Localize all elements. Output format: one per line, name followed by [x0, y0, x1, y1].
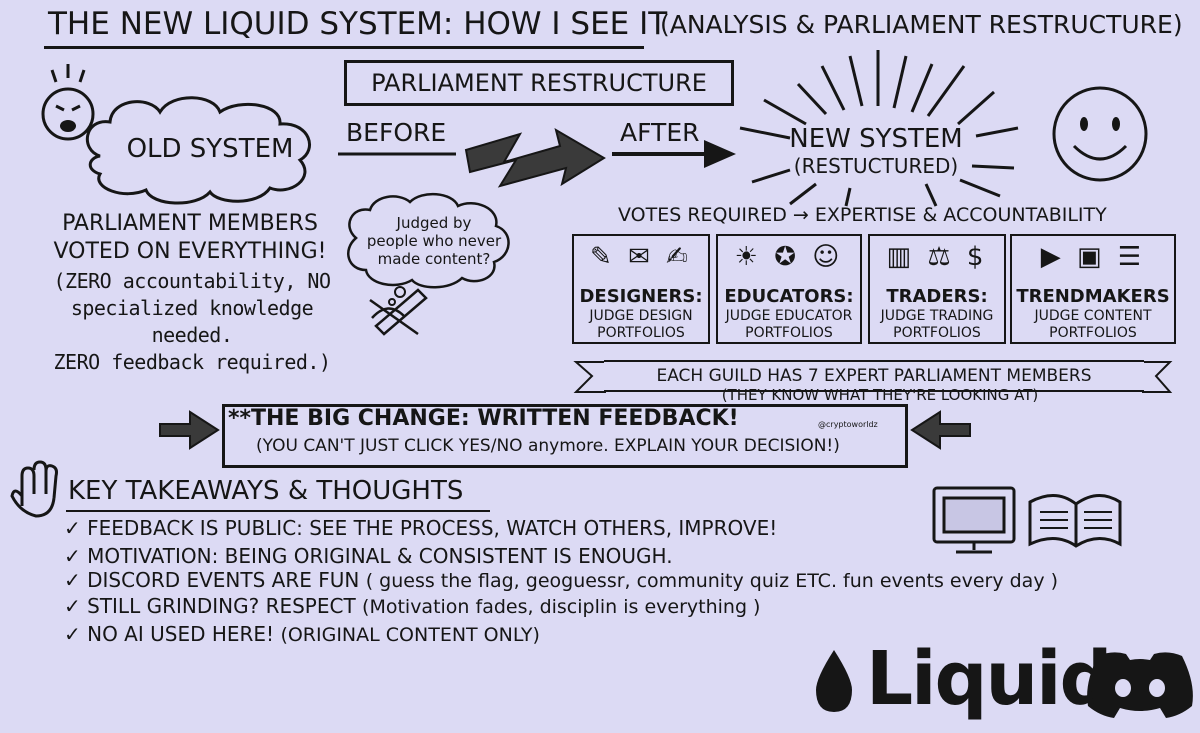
- banner-right-ribbon: [1142, 361, 1173, 393]
- guild-banner-subtitle: (THEY KNOW WHAT THEY'RE LOOKING AT): [721, 386, 1039, 404]
- guild-trendmakers: ▶ ▣ ☰ TRENDMAKERS JUDGE CONTENT PORTFOLI…: [1010, 234, 1176, 344]
- old-desc-line-2: VOTED ON EVERYTHING!: [53, 239, 327, 264]
- guild-desc-line-1: JUDGE CONTENT: [1034, 308, 1152, 324]
- takeaway-item: ✓ STILL GRINDING? RESPECT (Motivation fa…: [64, 594, 760, 618]
- educator-tools-icon: ☀ ✪ ☺: [734, 242, 844, 272]
- left-pointing-arrow: [159, 410, 220, 450]
- guild-desc-line-2: PORTFOLIOS: [745, 325, 833, 341]
- thought-line-3: made content?: [377, 250, 491, 268]
- guild-description: JUDGE TRADING PORTFOLIOS: [870, 308, 1004, 342]
- takeaways-title: KEY TAKEAWAYS & THOUGHTS: [68, 476, 464, 506]
- thought-bubble: [347, 193, 510, 289]
- old-desc-line-1: PARLIAMENT MEMBERS: [62, 211, 318, 236]
- guild-desc-line-2: PORTFOLIOS: [893, 325, 981, 341]
- guild-educators: ☀ ✪ ☺ EDUCATORS: JUDGE EDUCATOR PORTFOLI…: [716, 234, 862, 344]
- check-icon: ✓: [64, 516, 81, 540]
- old-system-description: PARLIAMENT MEMBERS VOTED ON EVERYTHING!: [40, 210, 340, 266]
- takeaway-item: ✓ NO AI USED HERE! (ORIGINAL CONTENT ONL…: [64, 622, 540, 646]
- guild-name: DESIGNERS:: [579, 286, 703, 307]
- thought-line-2: people who never: [366, 232, 502, 250]
- guild-description: JUDGE EDUCATOR PORTFOLIOS: [718, 308, 860, 342]
- big-change-title: **THE BIG CHANGE: WRITTEN FEEDBACK!: [228, 406, 739, 431]
- trendmaker-tools-icon: ▶ ▣ ☰: [1040, 242, 1146, 272]
- monitor-icon: [932, 486, 1016, 554]
- check-icon: ✓: [64, 622, 81, 646]
- guild-desc-line-1: JUDGE DESIGN: [589, 308, 693, 324]
- banner-left-ribbon: [573, 361, 606, 393]
- burst-rays: [739, 50, 1019, 207]
- takeaway-text: MOTIVATION: BEING ORIGINAL & CONSISTENT …: [87, 544, 673, 568]
- guild-designers: ✎ ✉ ✍ DESIGNERS: JUDGE DESIGN PORTFOLIOS: [572, 234, 710, 344]
- thought-line-1: Judged by: [396, 214, 472, 232]
- liquid-drop-logo: [816, 650, 852, 712]
- guild-name: TRENDMAKERS: [1016, 286, 1170, 307]
- guild-name: TRADERS:: [886, 286, 988, 307]
- big-change-subtitle: (YOU CAN'T JUST CLICK YES/NO anymore. EX…: [256, 436, 840, 456]
- zigzag-arrow: [464, 127, 606, 188]
- brand-name: Liquid: [866, 636, 1113, 722]
- guild-description: JUDGE DESIGN PORTFOLIOS: [574, 308, 708, 342]
- takeaway-text: FEEDBACK IS PUBLIC: SEE THE PROCESS, WAT…: [87, 516, 778, 540]
- check-icon: ✓: [64, 594, 81, 618]
- after-arrow-head: [704, 140, 736, 168]
- guild-desc-line-1: JUDGE TRADING: [880, 308, 994, 324]
- old-system-note: (ZERO accountability, NO specialized kno…: [32, 268, 352, 376]
- guild-desc-line-1: JUDGE EDUCATOR: [725, 308, 853, 324]
- guild-desc-line-2: PORTFOLIOS: [1049, 325, 1137, 341]
- parliament-restructure-box: PARLIAMENT RESTRUCTURE: [344, 60, 734, 106]
- takeaway-note: (ORIGINAL CONTENT ONLY): [280, 624, 540, 646]
- guild-traders: ▥ ⚖ $ TRADERS: JUDGE TRADING PORTFOLIOS: [868, 234, 1006, 344]
- guild-name: EDUCATORS:: [724, 286, 854, 307]
- raised-hand-icon: [10, 460, 58, 518]
- takeaway-item: ✓ FEEDBACK IS PUBLIC: SEE THE PROCESS, W…: [64, 516, 777, 540]
- trader-tools-icon: ▥ ⚖ $: [886, 242, 988, 272]
- designer-tools-icon: ✎ ✉ ✍: [590, 242, 692, 272]
- old-system-cloud: [85, 96, 311, 205]
- crossed-pen-icon: [369, 288, 428, 336]
- votes-required-line: VOTES REQUIRED → EXPERTISE & ACCOUNTABIL…: [618, 204, 1107, 226]
- guild-desc-line-2: PORTFOLIOS: [597, 325, 685, 341]
- smiley-face-icon: [1052, 86, 1148, 182]
- page-subtitle: (ANALYSIS & PARLIAMENT RESTRUCTURE): [660, 10, 1183, 39]
- new-system-sublabel: (RESTUCTURED): [793, 154, 959, 178]
- old-note-line-1: (ZERO accountability, NO: [53, 269, 331, 293]
- takeaway-item: ✓ DISCORD EVENTS ARE FUN ( guess the fla…: [64, 568, 1058, 592]
- old-note-line-3: ZERO feedback required.): [53, 350, 331, 374]
- title-underline: [44, 46, 644, 49]
- takeaway-note: (Motivation fades, disciplin is everythi…: [362, 596, 761, 618]
- takeaway-text: STILL GRINDING? RESPECT: [87, 594, 356, 618]
- old-note-line-2: specialized knowledge needed.: [70, 296, 314, 347]
- before-label: BEFORE: [346, 118, 447, 147]
- takeaway-text: NO AI USED HERE!: [87, 622, 275, 646]
- guild-description: JUDGE CONTENT PORTFOLIOS: [1012, 308, 1174, 342]
- discord-logo: [1087, 652, 1193, 718]
- takeaway-item: ✓ MOTIVATION: BEING ORIGINAL & CONSISTEN…: [64, 544, 673, 568]
- old-system-label: OLD SYSTEM: [126, 134, 294, 164]
- page-title: THE NEW LIQUID SYSTEM: HOW I SEE IT: [48, 6, 668, 42]
- stressed-face-icon: [41, 64, 95, 141]
- open-book-icon: [1028, 494, 1122, 548]
- big-change-box: [222, 404, 908, 468]
- guild-banner: EACH GUILD HAS 7 EXPERT PARLIAMENT MEMBE…: [604, 360, 1144, 392]
- new-system-label: NEW SYSTEM: [789, 124, 963, 154]
- check-icon: ✓: [64, 568, 81, 592]
- takeaway-text: DISCORD EVENTS ARE FUN: [87, 568, 360, 592]
- watermark: @cryptoworldz: [818, 420, 878, 429]
- after-label: AFTER: [620, 118, 700, 147]
- takeaways-underline: [66, 510, 490, 512]
- thought-bubble-text: Judged by people who never made content?: [356, 214, 512, 268]
- right-pointing-arrow: [910, 410, 971, 450]
- takeaway-note: ( guess the flag, geoguessr, community q…: [365, 570, 1059, 592]
- check-icon: ✓: [64, 544, 81, 568]
